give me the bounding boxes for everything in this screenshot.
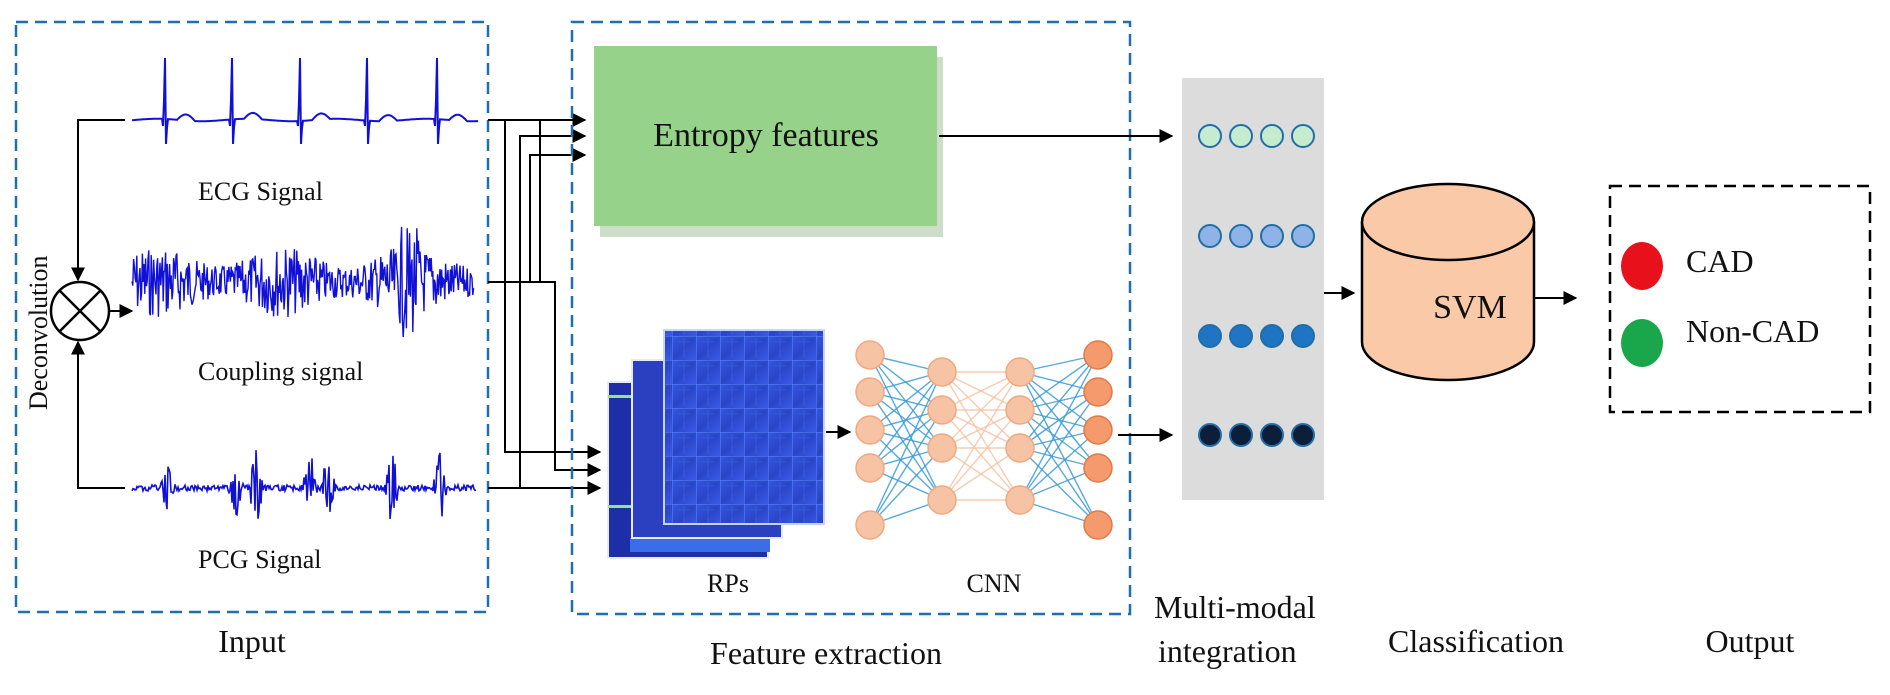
cnn-connection (1019, 371, 1099, 526)
cnn-label: CNN (967, 569, 1022, 598)
integration-stage-label-line1: Multi-modal (1154, 589, 1316, 625)
integration-feature-node (1291, 423, 1315, 447)
output-panel: CAD Non-CAD (1608, 184, 1872, 414)
cnn-connection (869, 409, 943, 469)
input-stage-label: Input (218, 623, 286, 659)
integration-feature-node (1260, 224, 1284, 248)
cnn-network (855, 340, 1113, 540)
ecg-signal-label: ECG Signal (198, 177, 323, 206)
cnn-node (1005, 357, 1035, 387)
cnn-connection (869, 371, 943, 469)
cnn-node (1083, 510, 1113, 540)
cnn-connection (1019, 429, 1099, 501)
ecg-to-deconv-arrow (71, 119, 125, 282)
ecg-signal-waveform (131, 57, 478, 145)
cnn-node (927, 433, 957, 463)
cnn-node (855, 377, 885, 407)
deconvolution-label: Deconvolution (24, 255, 53, 410)
cnn-connection (869, 371, 943, 526)
cnn-node (855, 340, 885, 370)
integration-panel: Multi-modal integration (1154, 78, 1324, 669)
cnn-node (855, 453, 885, 483)
cnn-connection (869, 391, 943, 501)
pcg-signal-label: PCG Signal (198, 545, 322, 574)
cnn-node (1005, 395, 1035, 425)
cnn-connection (869, 409, 943, 526)
input-dashed-border (14, 20, 490, 614)
cnn-connection (941, 371, 1021, 449)
integration-feature-node (1291, 124, 1315, 148)
input-panel: ECG Signal Coupling signal PCG Signal De… (14, 20, 490, 659)
cad-label: CAD (1686, 243, 1754, 279)
cnn-node (855, 415, 885, 445)
recurrence-plots-stack (607, 329, 825, 559)
output-dashed-border (1608, 184, 1872, 414)
input-to-feature-connectors (488, 113, 602, 495)
output-stage-label: Output (1706, 623, 1795, 659)
cnn-connection (1019, 391, 1099, 449)
coupling-signal-label: Coupling signal (198, 357, 363, 386)
cnn-node (1005, 485, 1035, 515)
cnn-node (1083, 453, 1113, 483)
cnn-node (927, 357, 957, 387)
integration-feature-node (1291, 324, 1315, 348)
entropy-features-box: Entropy features (594, 46, 943, 237)
cnn-node (855, 510, 885, 540)
integration-feature-nodes (1198, 124, 1315, 447)
cnn-connection (941, 409, 1021, 501)
pcg-signal-waveform (131, 450, 477, 519)
integration-feature-node (1229, 124, 1253, 148)
cnn-connection (869, 371, 943, 431)
cnn-connection (869, 447, 943, 526)
integration-feature-node (1198, 224, 1222, 248)
cnn-node (927, 485, 957, 515)
integration-feature-node (1291, 224, 1315, 248)
feature-extraction-panel: Entropy features RPs CNN Feature extract… (570, 20, 1132, 671)
feature-extraction-dashed-border (570, 20, 1132, 616)
svm-cylinder: SVM (1360, 182, 1536, 382)
cnn-connection (1019, 354, 1099, 449)
coupling-signal-waveform (131, 226, 475, 338)
integration-feature-node (1229, 224, 1253, 248)
deconvolution-operator-icon (49, 280, 111, 342)
cnn-connection (1019, 354, 1099, 501)
cnn-connection (941, 371, 1021, 501)
svm-label: SVM (1433, 289, 1507, 326)
cnn-node (1005, 433, 1035, 463)
cnn-node (1083, 415, 1113, 445)
cnn-connection (1019, 447, 1099, 526)
integration-feature-node (1198, 423, 1222, 447)
integration-stage-label-line2: integration (1158, 633, 1297, 669)
integration-feature-node (1260, 324, 1284, 348)
cnn-node (1083, 340, 1113, 370)
cnn-connection (1019, 354, 1099, 411)
pcg-to-deconv-arrow (71, 340, 125, 489)
integration-feature-node (1260, 124, 1284, 148)
cnn-node (1083, 377, 1113, 407)
rps-label: RPs (707, 569, 749, 598)
non-cad-indicator (1621, 319, 1663, 367)
integration-feature-node (1229, 324, 1253, 348)
cad-indicator (1621, 242, 1663, 290)
cnn-connection (869, 354, 943, 501)
non-cad-label: Non-CAD (1686, 313, 1819, 349)
integration-feature-node (1229, 423, 1253, 447)
cnn-connection (1019, 391, 1099, 501)
cnn-connection (869, 429, 943, 501)
cnn-connection (941, 447, 1021, 501)
cnn-connection (1019, 409, 1099, 526)
integration-feature-node (1198, 324, 1222, 348)
classification-stage-label: Classification (1388, 623, 1564, 659)
entropy-features-label: Entropy features (653, 117, 879, 154)
feature-extraction-stage-label: Feature extraction (710, 635, 942, 671)
integration-feature-node (1260, 423, 1284, 447)
integration-feature-node (1198, 124, 1222, 148)
cnn-node (927, 395, 957, 425)
